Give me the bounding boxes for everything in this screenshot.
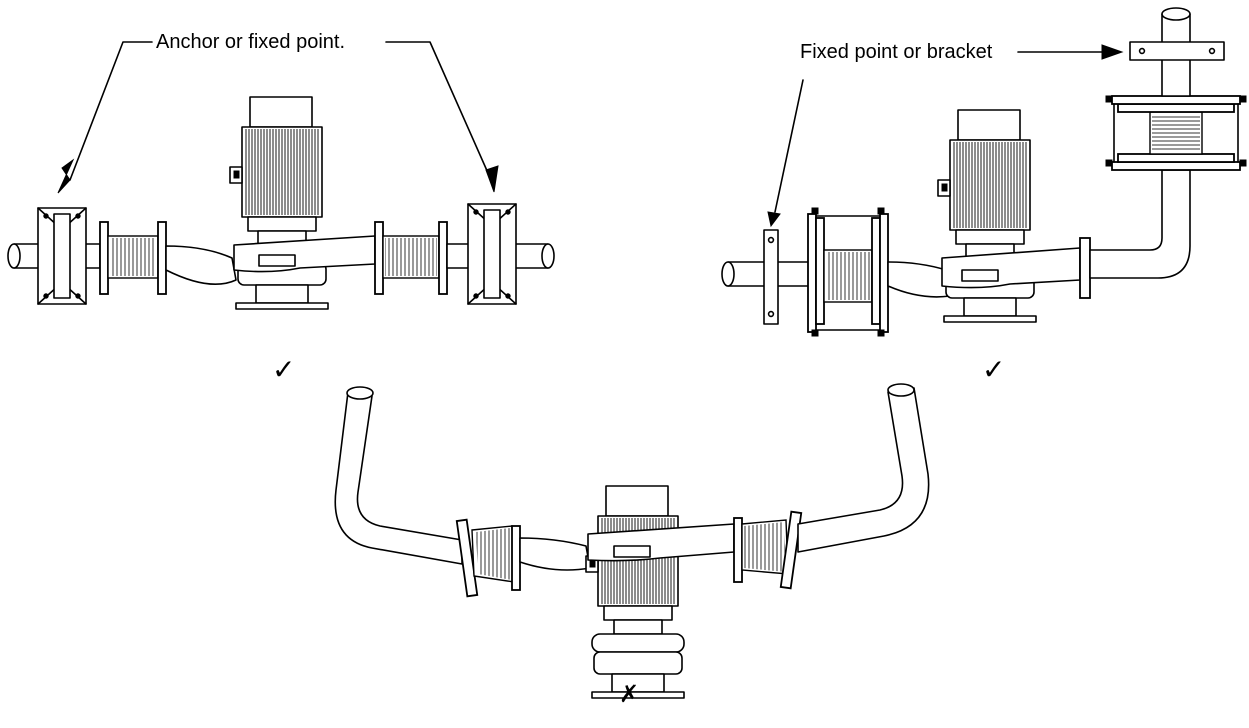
check-icon: ✓ (982, 353, 1006, 386)
wrong-installation (334, 383, 930, 699)
arrow-icon (767, 211, 781, 228)
left-installation (7, 41, 555, 310)
right-installation (721, 7, 1247, 337)
arrow-icon (57, 158, 75, 194)
arrow-icon (1101, 44, 1124, 60)
arrow-icon (485, 165, 499, 193)
fixed-point-label: Fixed point or bracket (800, 40, 993, 64)
cross-icon: ✗ (619, 680, 640, 708)
leader-line-right (385, 41, 493, 183)
check-icon: ✓ (272, 353, 296, 386)
top-bracket (1129, 41, 1225, 61)
right-anchor (467, 203, 517, 305)
pipe-bracket (763, 229, 779, 325)
leader-line-left (69, 41, 153, 181)
left-anchor (37, 207, 87, 305)
anchor-label: Anchor or fixed point. (156, 30, 345, 54)
